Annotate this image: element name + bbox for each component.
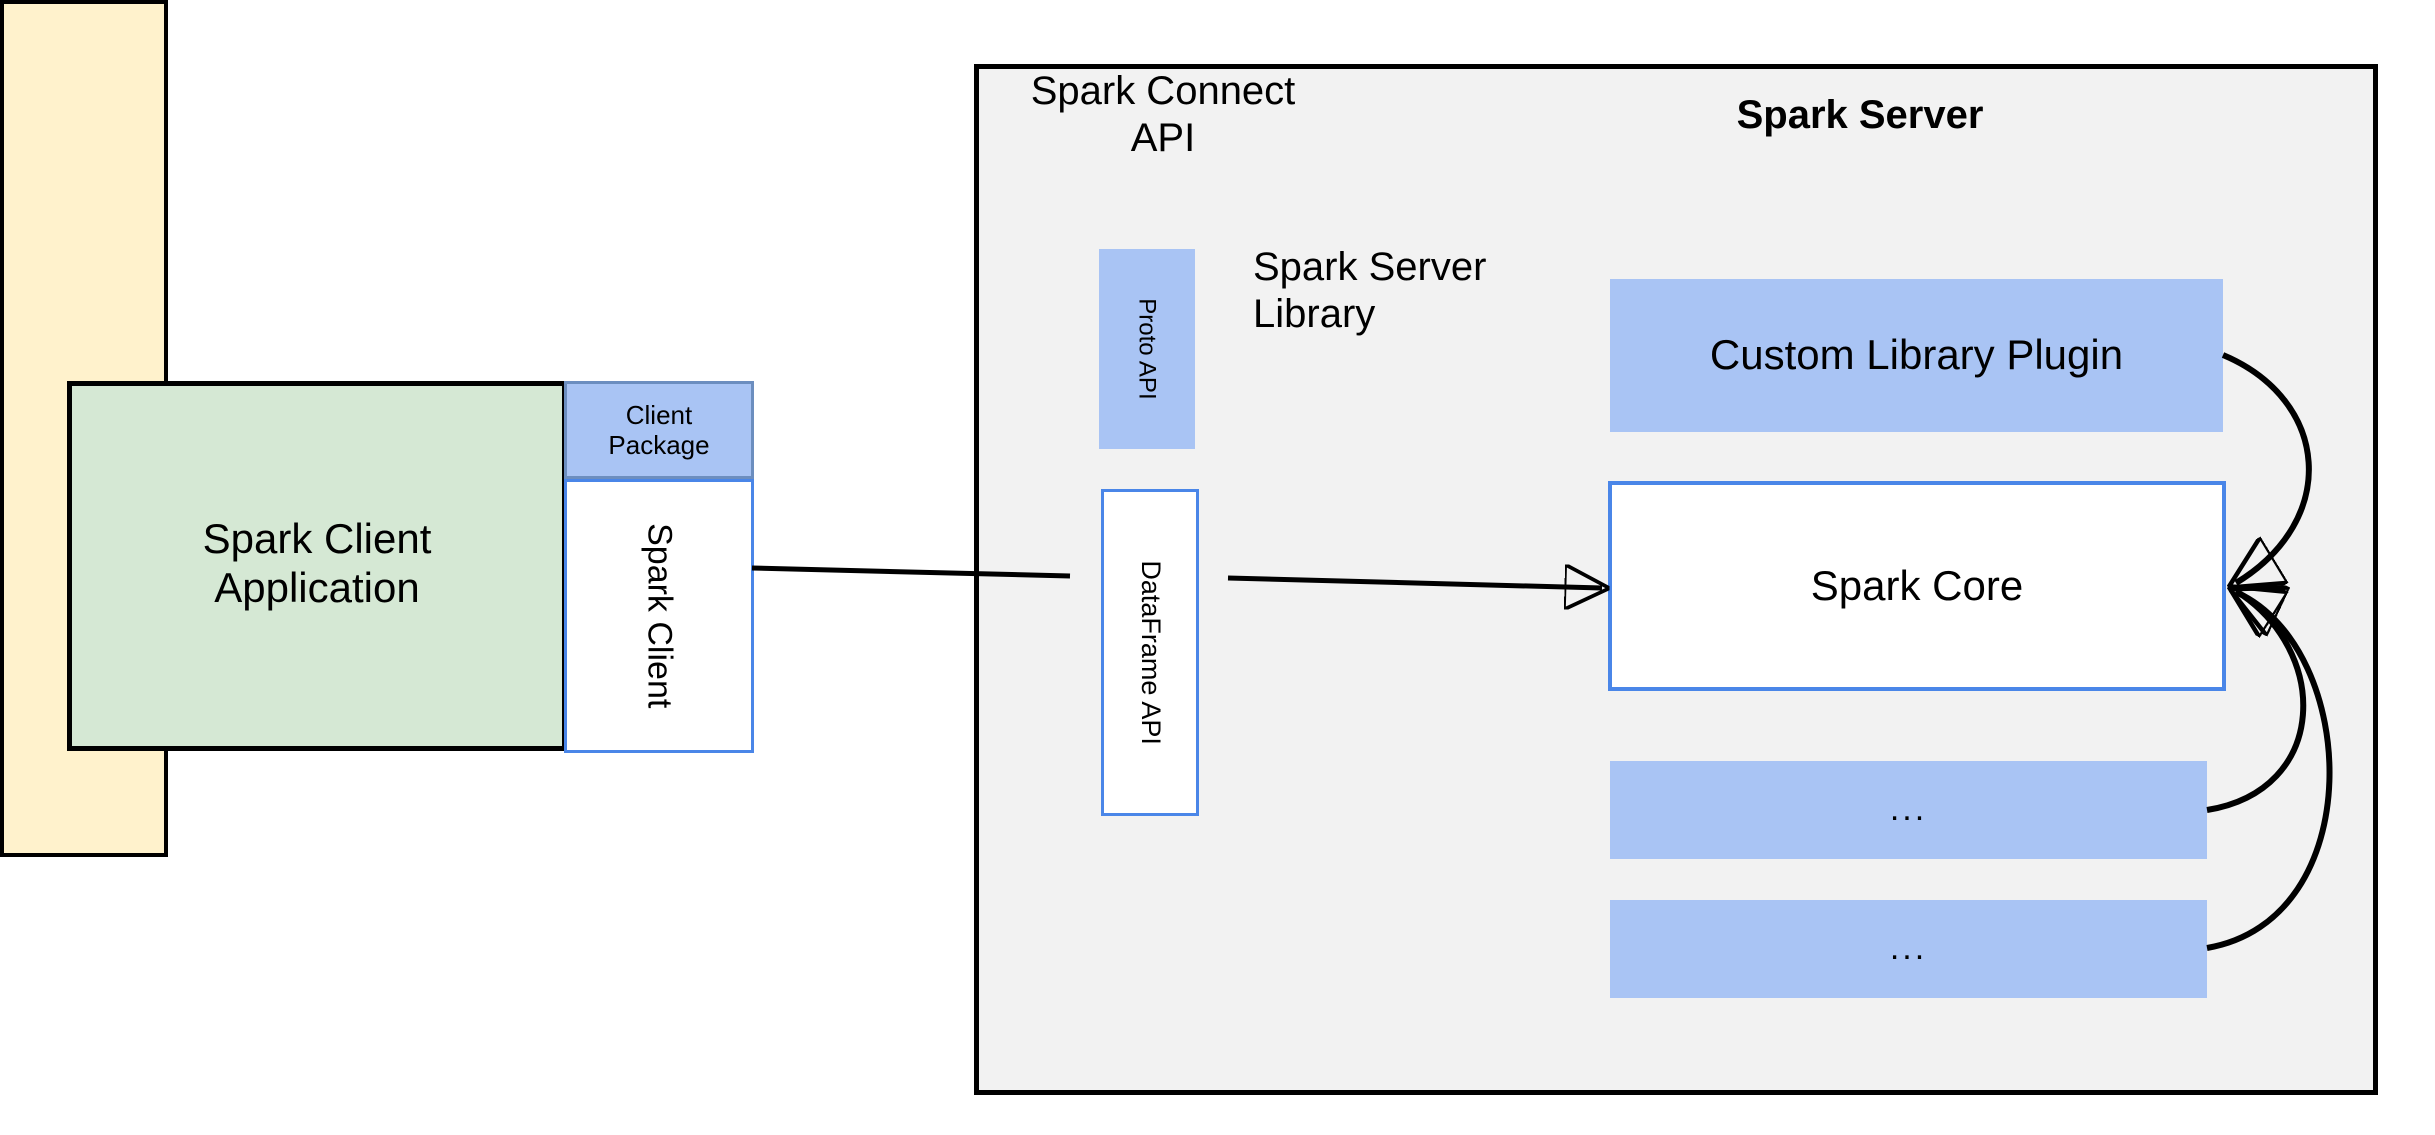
- proto-api-box[interactable]: Proto API: [1099, 249, 1195, 449]
- spark-client-box[interactable]: Spark Client: [564, 479, 754, 753]
- ellipsis-box-2[interactable]: ...: [1610, 900, 2207, 998]
- dataframe-api-box[interactable]: DataFrame API: [1101, 489, 1199, 816]
- spark-client-application-label: Spark Client Application: [202, 515, 432, 611]
- spark-connect-api-label: Spark Connect API: [1030, 69, 1296, 161]
- proto-api-label: Proto API: [1133, 298, 1161, 400]
- ellipsis-box-1-label: ...: [1889, 790, 1928, 829]
- spark-server-library-label: Spark Server Library: [1253, 245, 1487, 337]
- spark-server-title: Spark Server: [1736, 93, 1984, 137]
- spark-core-label: Spark Core: [1810, 561, 2024, 609]
- client-package-box[interactable]: Client Package: [564, 381, 754, 479]
- ellipsis-box-1[interactable]: ...: [1610, 761, 2207, 859]
- spark-client-label: Spark Client: [640, 523, 679, 709]
- client-package-label: Client Package: [608, 399, 710, 460]
- spark-client-application-box[interactable]: Spark Client Application: [67, 381, 567, 751]
- ellipsis-box-2-label: ...: [1889, 929, 1928, 968]
- custom-library-plugin-label: Custom Library Plugin: [1709, 331, 2124, 379]
- spark-core-box[interactable]: Spark Core: [1608, 481, 2226, 691]
- custom-library-plugin-box[interactable]: Custom Library Plugin: [1610, 279, 2223, 432]
- dataframe-api-label: DataFrame API: [1135, 560, 1166, 745]
